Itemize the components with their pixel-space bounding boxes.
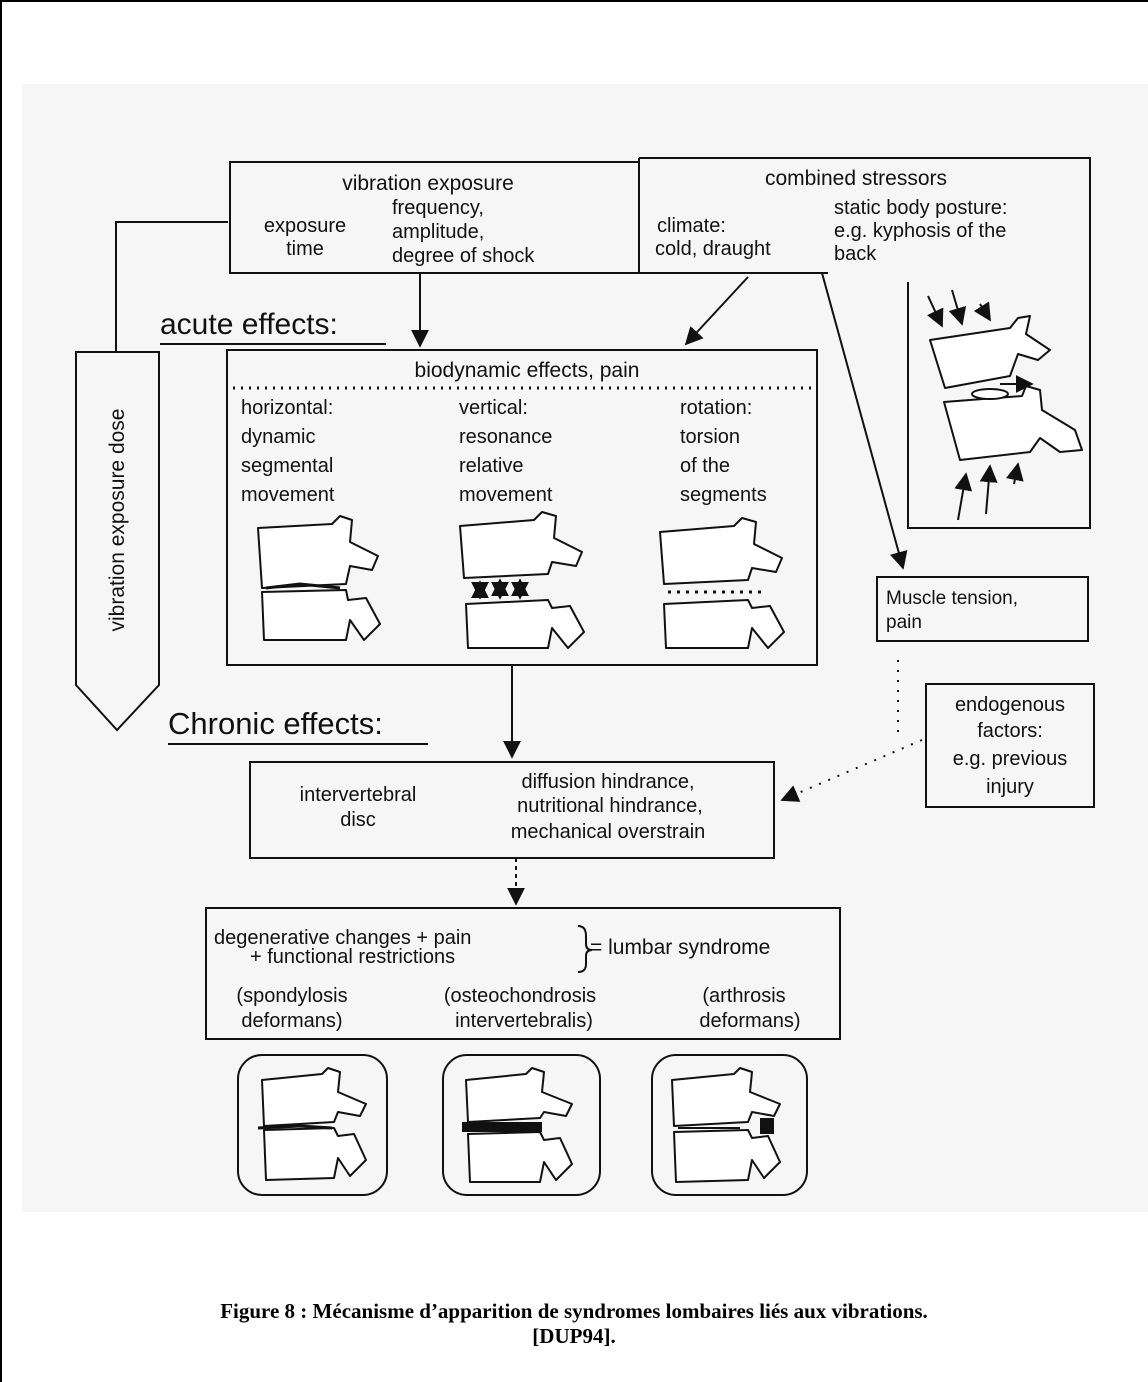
climate-label: climate: <box>657 215 726 237</box>
endogenous-line-3: e.g. previous <box>953 748 1068 770</box>
combined-stressors-title: combined stressors <box>765 167 947 190</box>
rotation-line-2: torsion <box>680 426 740 448</box>
posture-arrow-3 <box>973 301 991 322</box>
arthrosis-spine-illustration <box>671 1067 781 1183</box>
osteochondrosis-line-1: (osteochondrosis <box>444 985 596 1007</box>
posture-line-3: back <box>834 243 877 265</box>
spondylosis-illustration-box <box>237 1054 388 1196</box>
compressed-spine-illustration <box>929 315 1083 461</box>
muscle-tension-box <box>876 576 1089 642</box>
posture-arrow-6 <box>979 464 998 515</box>
vertical-spine-illustration <box>459 511 585 649</box>
chronic-effects-heading: Chronic effects: <box>168 706 383 741</box>
horizontal-spine-illustration <box>257 515 381 641</box>
degenerative-brace <box>577 925 593 973</box>
rotation-spine-illustration <box>659 517 785 649</box>
rotation-line-4: segments <box>680 484 767 506</box>
arthrosis-line-1: (arthrosis <box>702 985 785 1007</box>
biodynamic-effects-box <box>226 349 818 666</box>
climate-to-biodynamic-arrow <box>684 276 749 346</box>
dose-arrow-shape <box>75 351 160 732</box>
osteochondrosis-illustration-box <box>442 1054 601 1196</box>
horizontal-line-3: segmental <box>241 455 333 477</box>
climate-value: cold, draught <box>655 238 771 260</box>
vibration-params-line-2: amplitude, <box>392 221 484 243</box>
disc-label-line-1: intervertebral <box>300 784 417 806</box>
degenerative-changes-box <box>205 907 841 1040</box>
vertical-line-2: resonance <box>459 426 552 448</box>
osteochondrosis-line-2: intervertebralis) <box>455 1010 593 1032</box>
arthrosis-line-2: deformans) <box>699 1010 800 1032</box>
horizontal-line-2: dynamic <box>241 426 315 448</box>
figure-caption-line-1: Figure 8 : Mécanisme d’apparition de syn… <box>220 1299 928 1323</box>
combined-stressors-box <box>638 157 1091 274</box>
disc-effect-line-2: nutritional hindrance, <box>517 795 703 817</box>
endogenous-to-disc-arrow <box>780 739 923 802</box>
disc-label-line-2: disc <box>340 809 376 831</box>
horizontal-line-4: movement <box>241 484 335 506</box>
posture-arrow-5 <box>954 472 973 521</box>
muscle-tension-line-1: Muscle tension, <box>886 588 1018 609</box>
vibration-params-line-3: degree of shock <box>392 245 535 267</box>
muscle-tension-line-2: pain <box>886 612 922 633</box>
endogenous-line-1: endogenous <box>955 694 1065 716</box>
vertical-line-1: vertical: <box>459 397 528 419</box>
intervertebral-disc-box <box>249 761 775 859</box>
lumbar-syndrome-result: = lumbar syndrome <box>590 936 770 959</box>
spondylosis-line-2: deformans) <box>241 1010 342 1032</box>
rotation-line-3: of the <box>680 455 730 477</box>
endogenous-line-4: injury <box>986 776 1034 798</box>
rotation-line-1: rotation: <box>680 397 752 419</box>
endogenous-factors-box <box>925 683 1095 808</box>
exposure-time-line-2: time <box>286 238 324 260</box>
vibration-exposure-title: vibration exposure <box>342 172 514 195</box>
degenerative-line-1: degenerative changes + pain <box>214 927 471 949</box>
spondylosis-line-1: (spondylosis <box>236 985 347 1007</box>
figure-caption-line-2: [DUP94]. <box>532 1324 616 1348</box>
posture-to-muscle-arrow <box>821 272 908 570</box>
endogenous-line-2: factors: <box>977 720 1043 742</box>
osteochondrosis-spine-illustration <box>462 1067 573 1183</box>
acute-effects-heading: acute effects: <box>160 308 338 341</box>
vibration-params-line-1: frequency, <box>392 197 484 219</box>
posture-arrow-2 <box>948 289 967 326</box>
vertical-line-4: movement <box>459 484 553 506</box>
exposure-time-line-1: exposure <box>264 215 346 237</box>
dose-label: vibration exposure dose <box>106 409 129 632</box>
disc-effect-line-1: diffusion hindrance, <box>521 771 694 793</box>
posture-line-2: e.g. kyphosis of the <box>834 220 1006 242</box>
spondylosis-spine-illustration <box>257 1067 367 1181</box>
vertical-line-3: relative <box>459 455 523 477</box>
arthrosis-illustration-box <box>651 1054 808 1196</box>
posture-arrow-1 <box>926 295 944 328</box>
posture-arrow-7 <box>1005 462 1024 485</box>
posture-illustration-frame <box>907 268 1091 529</box>
disc-effect-line-3: mechanical overstrain <box>511 821 706 843</box>
posture-line-1: static body posture: <box>834 197 1007 219</box>
biodynamic-title: biodynamic effects, pain <box>415 359 640 382</box>
horizontal-line-1: horizontal: <box>241 397 333 419</box>
dose-connector-line <box>115 221 228 352</box>
degenerative-line-2: + functional restrictions <box>250 946 455 968</box>
